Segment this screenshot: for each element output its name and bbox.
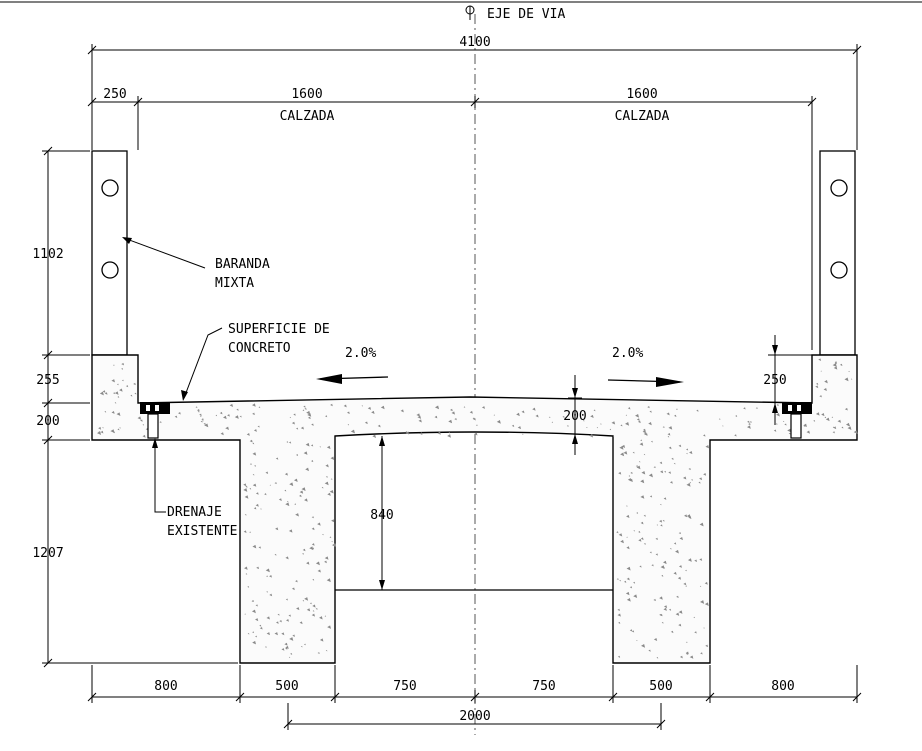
surface-label-line1: SUPERFICIE DE [228,322,330,337]
railing-callout: BARANDA MIXTA [122,237,270,291]
dimension-lines: 4100 250 1600 1600 CALZADA CALZADA 1102 … [32,35,862,730]
concrete-deck-and-webs [91,354,858,664]
dim-lane-right: 1600 [626,87,657,102]
drain-label-line1: DRENAJE [167,505,222,520]
surface-callout: SUPERFICIE DE CONCRETO [181,322,330,401]
centerline-label: EJE DE VIA [487,7,565,22]
centerline-symbol [465,5,475,20]
dim-deck-center: 200 [563,409,586,424]
dim-total-width: 4100 [459,35,490,50]
dim-curb-right: 250 [763,373,786,388]
dim-deck-left: 200 [36,414,59,429]
lane-label-left: CALZADA [280,109,335,124]
right-railing-bolt-upper [830,179,848,197]
dim-bottom-right-overhang: 800 [771,679,794,694]
concrete-aggregate-texture [97,358,858,659]
right-railing-bolt-lower [830,261,848,279]
left-drain [140,402,170,439]
dim-bottom-right-web: 500 [649,679,672,694]
dim-bottom-left-half-cell: 750 [393,679,416,694]
railing-label-line2: MIXTA [215,276,254,291]
dim-curb-height: 255 [36,373,59,388]
left-railing-bolt-lower [101,261,119,279]
right-railing-post [819,150,856,356]
surface-label-line2: CONCRETO [228,341,291,356]
drain-callout: DRENAJE EXISTENTE [152,438,237,539]
lane-label-right: CALZADA [615,109,670,124]
dim-web-depth: 1207 [32,546,63,561]
dim-parapet-width: 250 [103,87,126,102]
dim-bottom-left-web: 500 [275,679,298,694]
dim-cell-height: 840 [370,508,393,523]
dim-bottom-left-overhang: 800 [154,679,177,694]
dim-railing-height: 1102 [32,247,63,262]
left-railing-post [91,150,128,356]
slope-right-label: 2.0% [612,346,643,361]
drain-label-line2: EXISTENTE [167,524,237,539]
right-drain [782,402,812,439]
slope-left-label: 2.0% [345,346,376,361]
slope-right: 2.0% [607,346,684,387]
railing-label-line1: BARANDA [215,257,270,272]
dim-bottom-right-half-cell: 750 [532,679,555,694]
dim-lane-left: 1600 [291,87,322,102]
dim-box-width: 2000 [459,709,490,724]
bridge-section [91,150,858,664]
slope-left: 2.0% [316,346,389,384]
left-railing-bolt-upper [101,179,119,197]
